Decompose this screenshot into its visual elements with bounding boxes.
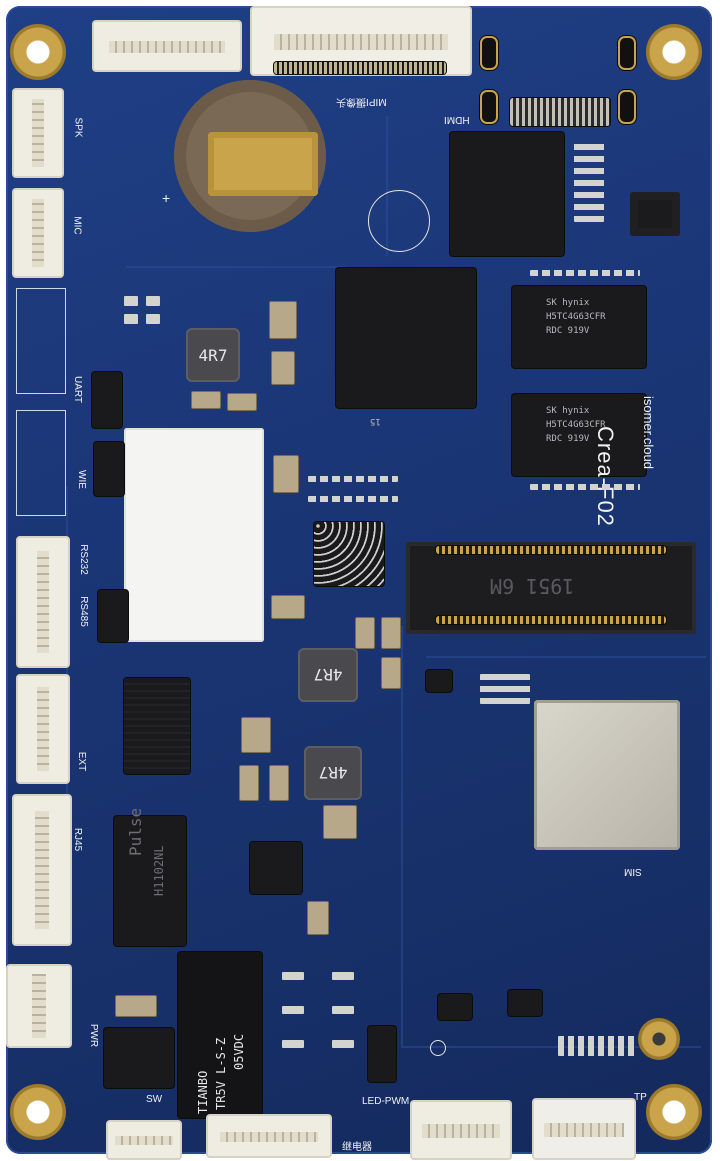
- ic-serial: [124, 678, 190, 774]
- ext-label: EXT: [76, 751, 88, 772]
- relay-rating: 05VDC: [232, 1033, 246, 1070]
- tp-label: TP: [634, 1092, 647, 1103]
- test-point-circle: [430, 1040, 446, 1056]
- mounting-hole-mid-right: [638, 1018, 680, 1060]
- hdmi-chip: [450, 132, 564, 256]
- mipi-label: MIPI摄像头: [336, 96, 387, 107]
- relay-output-connector: [206, 1114, 332, 1158]
- mounting-hole-top-right: [646, 24, 702, 80]
- sw-connector: [106, 1120, 182, 1160]
- coin-cell-plus: +: [162, 190, 171, 206]
- uart-label: UART: [72, 375, 84, 404]
- memory-code-1: RDC 919V: [546, 326, 590, 336]
- pwr-connector: [6, 964, 72, 1048]
- memory-chip-1: [512, 286, 646, 368]
- tp-connector: [532, 1098, 636, 1160]
- relay: [178, 952, 262, 1118]
- wie-label: WIE: [75, 470, 87, 489]
- hdmi-label: HDMI: [444, 114, 470, 125]
- mounting-hole-top-left: [10, 24, 66, 80]
- ic-small-2: [94, 442, 124, 496]
- memory-brand-1: SK hynix: [546, 298, 590, 308]
- mic-connector: [12, 188, 64, 278]
- mounting-hole-bottom-right: [646, 1084, 702, 1140]
- relay-brand: TIANBO: [196, 1070, 210, 1114]
- ethernet-transformer: [114, 816, 186, 946]
- msata-marking: 1951 6M: [490, 574, 575, 598]
- transformer-part: H1102NL: [152, 845, 166, 896]
- spk-label: SPK: [72, 117, 84, 138]
- hdmi-port: [510, 98, 610, 126]
- ic-small-1: [92, 372, 122, 428]
- led-pwm-connector: [410, 1100, 512, 1160]
- inductor-bottom: 4R7: [304, 746, 362, 800]
- rs232-label: RS232: [77, 544, 89, 575]
- board-name: Crea-F02: [593, 426, 618, 527]
- ic-ethernet-phy: [250, 842, 302, 894]
- rs485-label: RS485: [77, 596, 89, 627]
- pcb-board: MIPI摄像头 HDMI SPK MIC UART WIE RS232 RS48…: [6, 6, 712, 1160]
- soc-marking: 15: [370, 416, 381, 426]
- sw-label: SW: [146, 1094, 163, 1105]
- relay-label: 继电器: [342, 1142, 372, 1153]
- small-chip-top-right: [630, 192, 680, 236]
- inductor-top: 4R7: [186, 328, 240, 382]
- memory-part-1: H5TC4G63CFR: [546, 312, 606, 322]
- led-pwm-label: LED-PWM: [362, 1096, 410, 1107]
- rj45-connector: [12, 794, 72, 946]
- board-url: isomer.cloud: [641, 396, 656, 469]
- rs232-rs485-connector: [16, 536, 70, 668]
- power-component: [104, 1028, 174, 1088]
- relay-model: TR5V L-S-Z: [214, 1037, 228, 1110]
- spk-connector: [12, 88, 64, 178]
- ext-connector: [16, 674, 70, 784]
- wifi-module: [124, 428, 264, 642]
- memory-chip-2: [512, 394, 646, 476]
- main-soc: [336, 268, 476, 408]
- coin-cell-clip: [208, 132, 318, 196]
- bga-chip: [314, 522, 384, 586]
- memory-code-2: RDC 919V: [546, 434, 590, 444]
- mounting-hole-bottom-left: [10, 1084, 66, 1140]
- inductor-top-label: 4R7: [198, 345, 228, 365]
- inductor-mid: 4R7: [298, 648, 358, 702]
- rj45-label: RJ45: [72, 827, 84, 852]
- sim-label: SIM: [624, 866, 642, 877]
- transformer-brand: Pulse: [126, 807, 145, 856]
- inductor-mid-label: 4R7: [313, 665, 343, 685]
- inductor-bottom-label: 4R7: [318, 763, 348, 783]
- sim-slot: [534, 700, 680, 850]
- ic-small-3: [98, 590, 128, 642]
- memory-brand-2: SK hynix: [546, 406, 590, 416]
- diode: [368, 1026, 396, 1082]
- pwr-label: PWR: [88, 1023, 100, 1048]
- mic-label: MIC: [71, 216, 83, 235]
- memory-part-2: H5TC4G63CFR: [546, 420, 606, 430]
- top-connector-left: [92, 20, 242, 72]
